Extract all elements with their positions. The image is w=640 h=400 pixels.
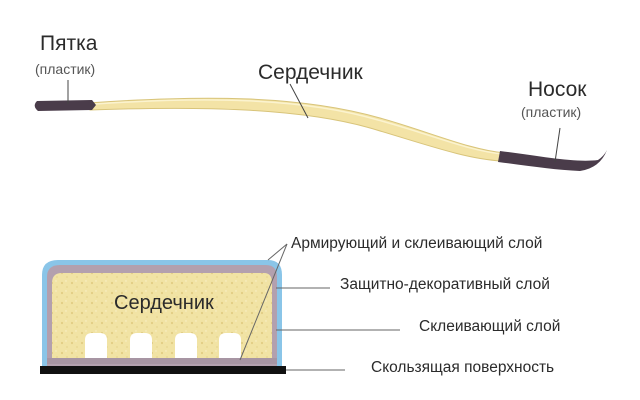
core-cavities — [85, 333, 241, 358]
ski-toe-plastic — [498, 150, 607, 171]
heel-title: Пятка — [40, 32, 98, 55]
legend-adhesive-layer: Склеивающий слой — [419, 318, 561, 335]
core-title: Сердечник — [258, 61, 363, 84]
legend-sliding-base: Скользящая поверхность — [371, 359, 555, 376]
ski-cross-section — [40, 243, 400, 374]
cross-section-core — [52, 273, 272, 358]
adhesive-layer — [47, 358, 277, 364]
legend-decorative-layer: Защитно-декоративный слой — [340, 276, 550, 293]
sliding-base — [40, 366, 286, 374]
leader-reinforcing-2 — [239, 243, 288, 361]
ski-profile — [34, 80, 607, 171]
legend-reinforcing-layer: Армирующий и склеивающий слой — [291, 235, 543, 252]
toe-leader-line — [554, 127, 561, 163]
core-leader-line — [289, 83, 309, 119]
ski-heel-plastic — [34, 100, 96, 111]
heel-subtitle: (пластик) — [35, 61, 96, 77]
cross-section-core-label: Сердечник — [114, 292, 214, 314]
toe-title: Носок — [528, 78, 587, 101]
toe-subtitle: (пластик) — [521, 104, 582, 120]
leader-reinforcing-1 — [267, 243, 288, 261]
ski-core-profile — [87, 97, 506, 162]
